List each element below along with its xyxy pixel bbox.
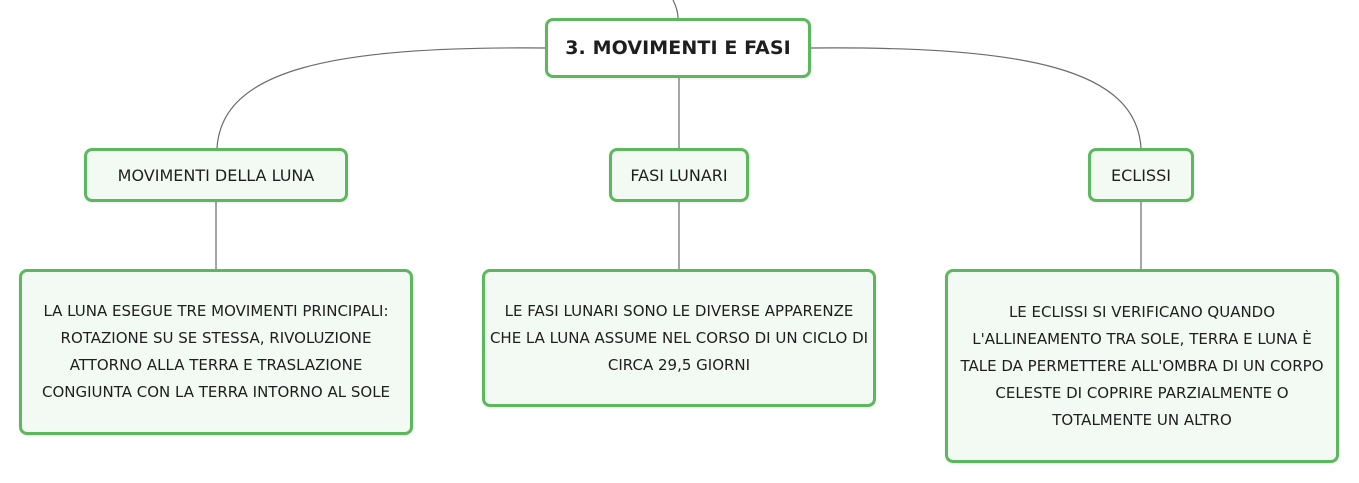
detail-text-eclissi: LE ECLISSI SI VERIFICANO QUANDO L'ALLINE… [960,302,1324,429]
detail-node-movimenti-della-luna[interactable]: LA LUNA ESEGUE TRE MOVIMENTI PRINCIPALI:… [19,269,413,435]
detail-node-fasi-lunari[interactable]: LE FASI LUNARI SONO LE DIVERSE APPARENZE… [482,269,876,407]
topic-label-fasi-lunari: FASI LUNARI [630,165,728,185]
topic-label-eclissi: ECLISSI [1111,165,1171,185]
detail-node-eclissi[interactable]: LE ECLISSI SI VERIFICANO QUANDO L'ALLINE… [945,269,1339,463]
topic-node-fasi-lunari[interactable]: FASI LUNARI [609,148,749,202]
connector-root-eclissi [810,47,1142,149]
connector-parent-root [672,0,679,19]
detail-text-movimenti-della-luna: LA LUNA ESEGUE TRE MOVIMENTI PRINCIPALI:… [41,302,391,401]
topic-node-movimenti-della-luna[interactable]: MOVIMENTI DELLA LUNA [84,148,348,202]
root-node[interactable]: 3. MOVIMENTI E FASI [545,18,811,78]
topic-node-eclissi[interactable]: ECLISSI [1088,148,1194,202]
connector-root-movimenti [216,47,546,149]
detail-text-fasi-lunari: LE FASI LUNARI SONO LE DIVERSE APPARENZE… [489,301,869,374]
topic-label-movimenti-della-luna: MOVIMENTI DELLA LUNA [117,165,315,185]
root-label: 3. MOVIMENTI E FASI [565,37,791,59]
